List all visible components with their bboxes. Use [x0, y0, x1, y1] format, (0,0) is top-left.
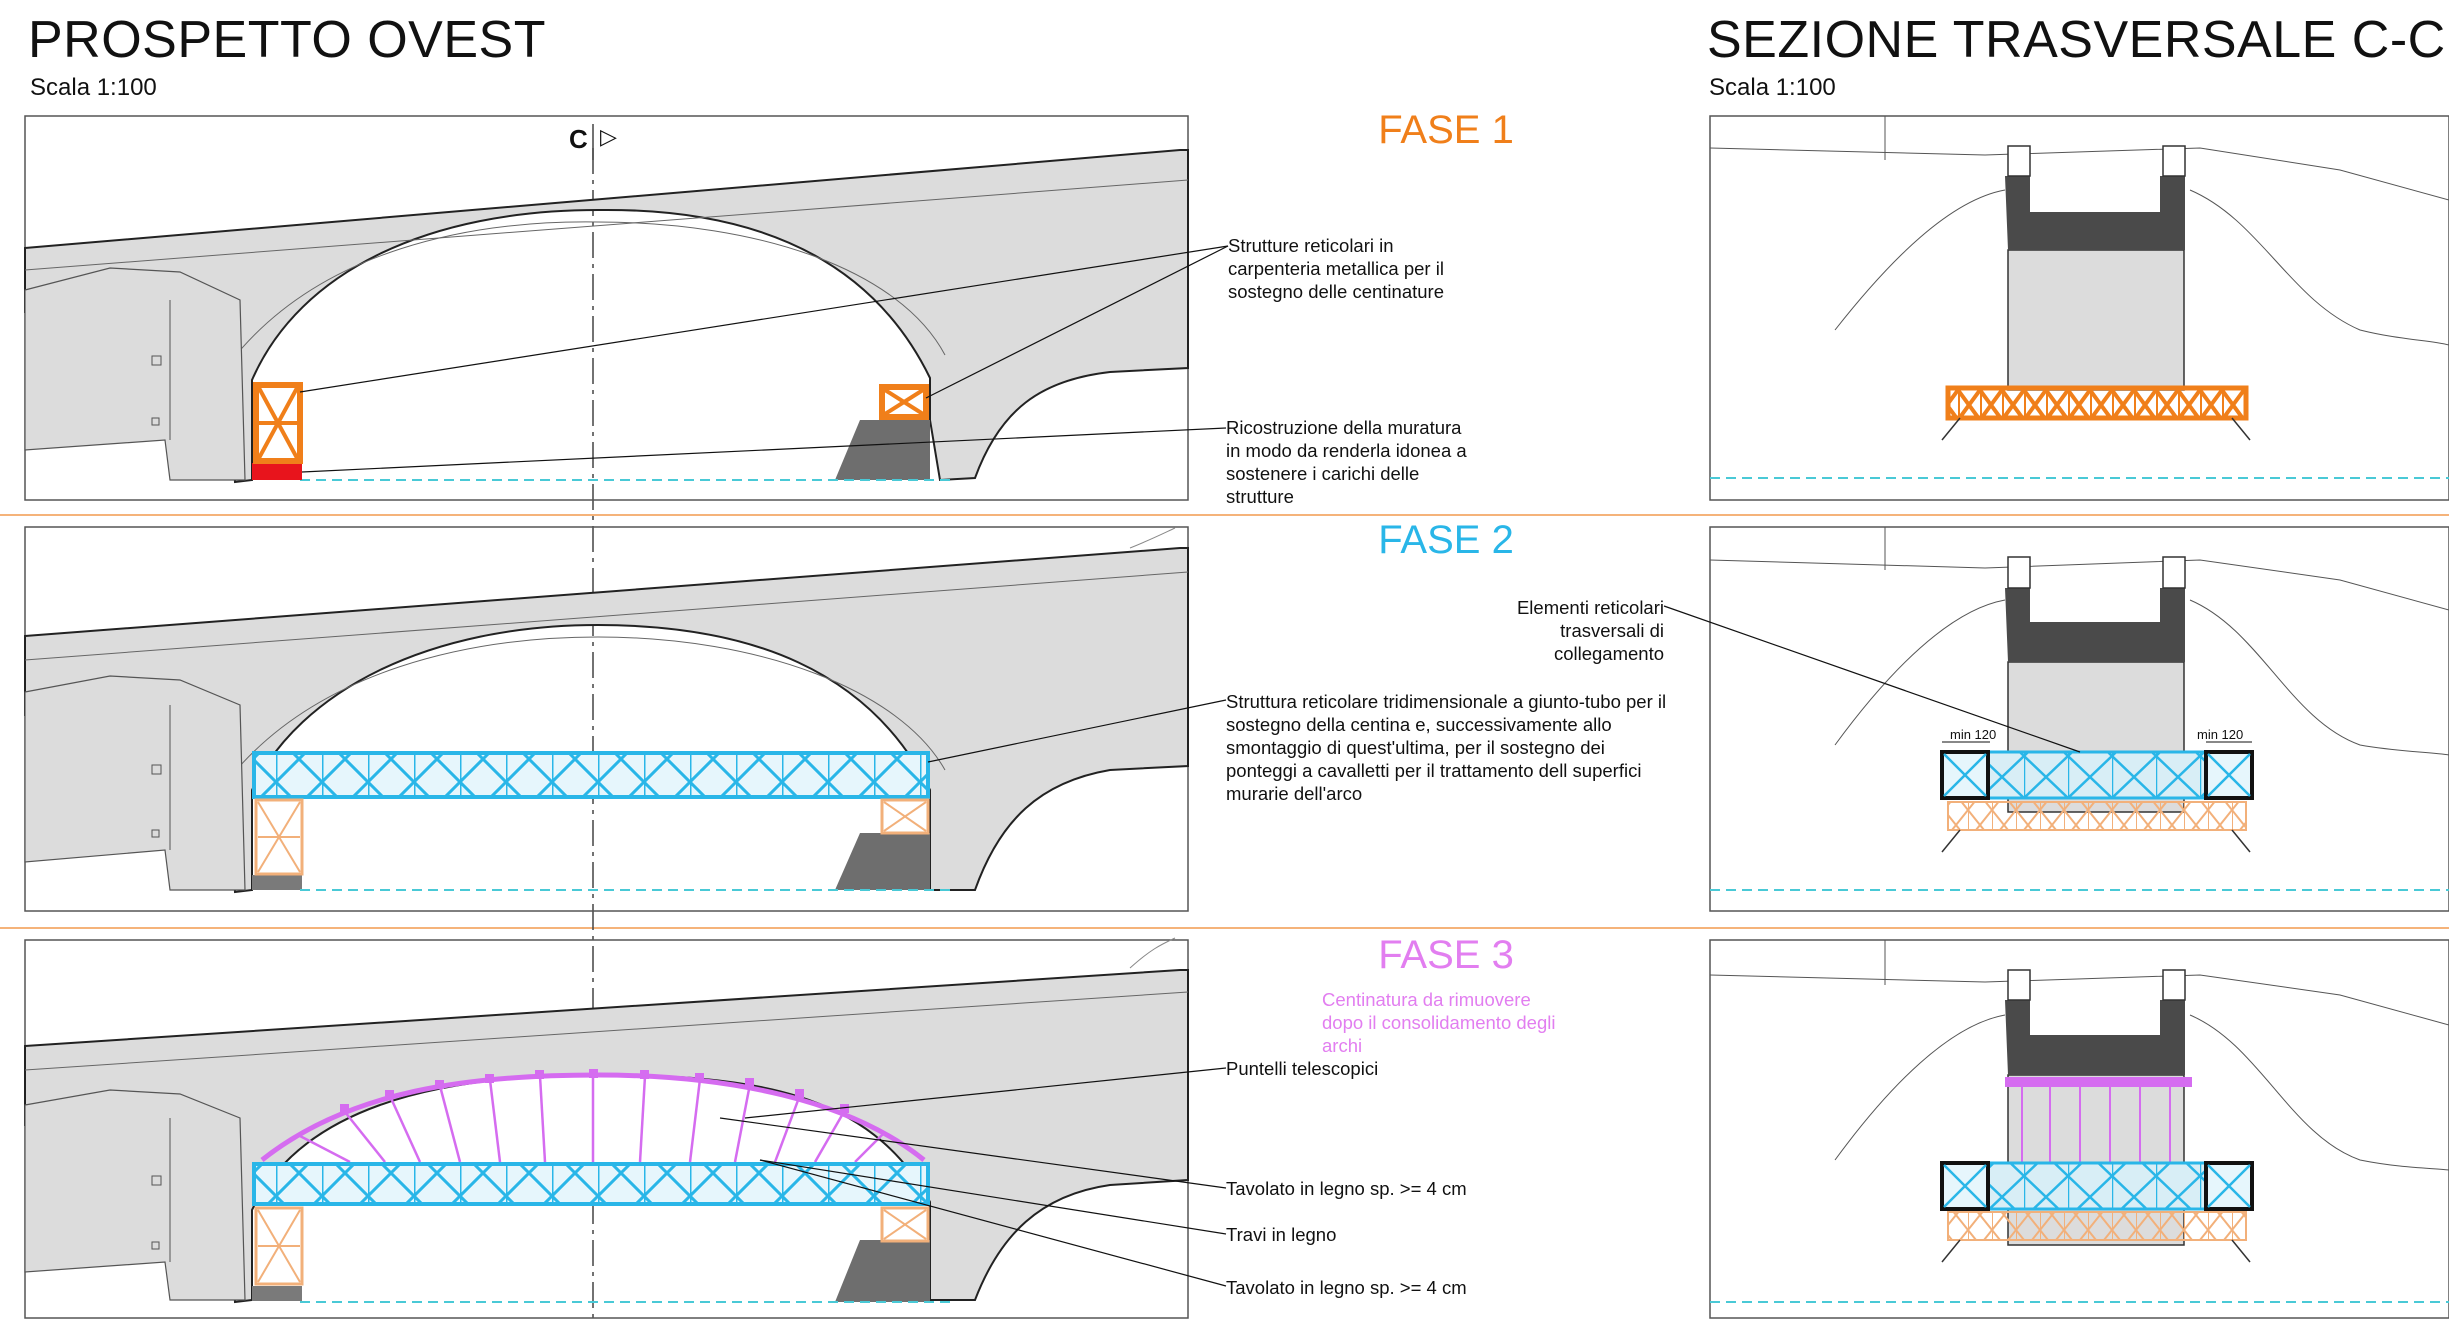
phase3-section [1709, 939, 2449, 1319]
elevation-scale: Scala 1:100 [30, 74, 157, 101]
elevation-title: PROSPETTO OVEST [28, 11, 546, 69]
dimension-min-left: min 120 [1950, 727, 1997, 742]
section-direction-icon: ▷ [600, 124, 617, 149]
section-scale: Scala 1:100 [1709, 74, 1836, 101]
note-boarding-1: Tavolato in legno sp. >= 4 cm [1226, 1178, 1467, 1199]
dimension-min-right: min 120 [2197, 727, 2244, 742]
phase-3-label: FASE 3 [1378, 933, 1514, 977]
section-title: SEZIONE TRASVERSALE C-C [1707, 11, 2446, 69]
note-telescopic-props: Puntelli telescopici [1226, 1058, 1379, 1079]
phase-1-label: FASE 1 [1378, 108, 1514, 152]
phase-2-label: FASE 2 [1378, 518, 1514, 562]
note-truss-supports: Strutture reticolari in carpenteria meta… [1228, 235, 1444, 302]
note-masonry-rebuild: Ricostruzione della muratura in modo da … [1226, 417, 1467, 507]
note-centering-remove: Centinatura da rimuovere dopo il consoli… [1322, 989, 1556, 1056]
phase3-elevation [24, 937, 1227, 1319]
phase2-elevation [24, 526, 1227, 912]
phase1-section [1709, 115, 2449, 501]
phase1-elevation [24, 115, 1229, 501]
note-transverse-elements: Elementi reticolari trasversali di colle… [1516, 597, 1664, 664]
note-boarding-2: Tavolato in legno sp. >= 4 cm [1226, 1277, 1467, 1298]
phase2-section [1663, 526, 2449, 912]
note-wood-beams: Travi in legno [1226, 1224, 1337, 1245]
section-cut-mark: C [569, 124, 588, 154]
note-3d-scaffold: Struttura reticolare tridimensionale a g… [1226, 691, 1667, 804]
